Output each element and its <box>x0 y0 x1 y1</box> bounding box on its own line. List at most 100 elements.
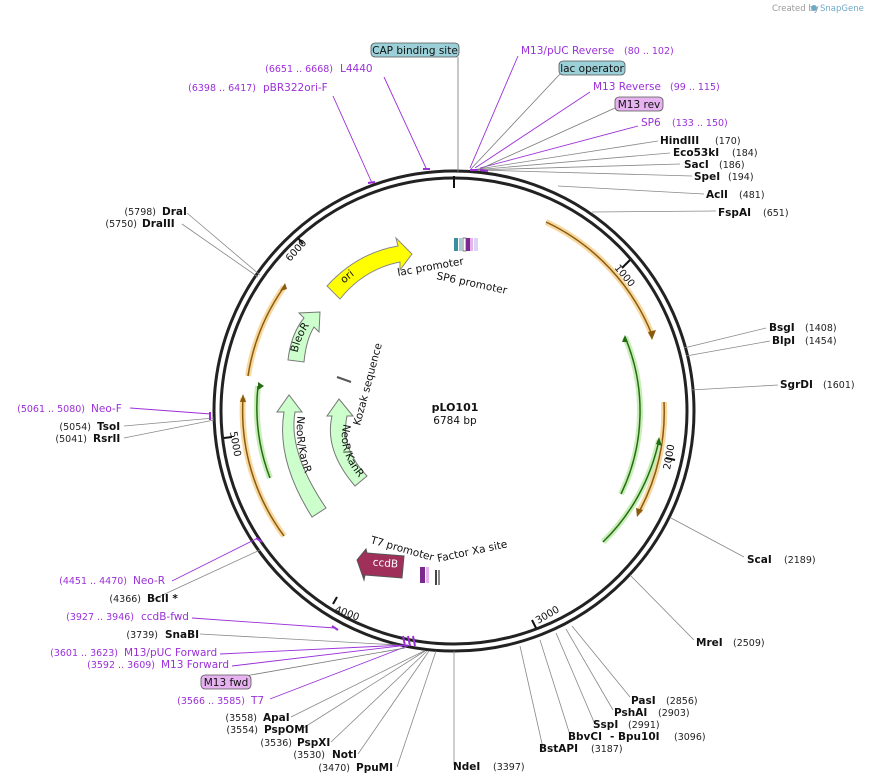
plasmid-name: pLO101 <box>432 401 479 414</box>
orf-green-arcs <box>253 335 662 545</box>
enzyme-pspxi: PspXI <box>297 737 330 749</box>
enzyme-pspxi-pos: (3536) <box>260 738 292 749</box>
lac-operator-box <box>558 60 626 76</box>
enzyme-acli-pos: (481) <box>739 190 765 201</box>
enzyme-apai: ApaI <box>263 712 290 724</box>
enzyme-spei-pos: (194) <box>728 172 754 183</box>
primer-m13puc-reverse: M13/pUC Reverse <box>521 45 614 57</box>
enzyme-bstapi: BstAPI <box>539 743 578 755</box>
primer-m13puc-forward-range: (3601 .. 3623) <box>50 648 118 659</box>
created-by-text: Created by <box>772 4 819 14</box>
enzyme-eco53ki-pos: (184) <box>732 148 758 159</box>
enzyme-sgrdi: SgrDI <box>780 379 813 391</box>
enzyme-acli: AclI <box>706 189 728 201</box>
plasmid-length: 6784 bp <box>433 415 477 427</box>
enzyme-bsgi: BsgI <box>769 322 795 334</box>
enzyme-sgrdi-pos: (1601) <box>823 380 855 391</box>
primer-m13-reverse: M13 Reverse <box>593 81 661 93</box>
m13-fwd-label: M13 fwd <box>204 677 249 689</box>
primer-neo-f-range: (5061 .. 5080) <box>17 404 85 415</box>
orf-arcs <box>239 219 668 538</box>
ccdb-feature <box>356 547 405 582</box>
enzyme-fspai: FspAI <box>718 207 751 219</box>
enzyme-draiii-pos: (5750) <box>105 219 137 230</box>
ruler-ticks <box>223 176 676 629</box>
enzyme-bcli: BclI * <box>147 593 178 605</box>
enzyme-scai-pos: (2189) <box>784 555 816 566</box>
cap-binding-label: CAP binding site <box>372 45 458 57</box>
enzyme-pspomi: PspOMI <box>264 724 309 736</box>
enzyme-bsgi-pos: (1408) <box>805 323 837 334</box>
tick-2000: 2000 <box>662 444 677 471</box>
enzyme-saci: SacI <box>684 159 709 171</box>
enzyme-snabi-pos: (3739) <box>126 630 158 641</box>
primer-m13-forward-range: (3592 .. 3609) <box>87 660 155 671</box>
factor-xa-label: Factor Xa site <box>436 538 508 565</box>
enzyme-mrei: MreI <box>696 637 723 649</box>
ccdb-label: ccdB <box>372 557 398 571</box>
enzyme-mrei-pos: (2509) <box>733 638 765 649</box>
enzyme-blpi-pos: (1454) <box>805 336 837 347</box>
primer-ccdb-fwd-range: (3927 .. 3946) <box>66 612 134 623</box>
primer-m13puc-forward: M13/pUC Forward <box>124 647 217 659</box>
neor-inner-feature <box>326 398 368 487</box>
enzyme-noti: NotI <box>332 749 357 761</box>
primer-t7-range: (3566 .. 3585) <box>177 696 245 707</box>
bleor-feature <box>287 311 321 363</box>
primer-sp6: SP6 <box>641 117 661 129</box>
enzyme-bstapi-pos: (3187) <box>591 744 623 755</box>
primer-m13-reverse-range: (99 .. 115) <box>670 82 720 93</box>
kozak-label: Kozak sequence <box>351 342 385 427</box>
enzyme-blpi: BlpI <box>772 335 795 347</box>
enzyme-sspi-pos: (2991) <box>628 720 660 731</box>
enzyme-fspai-pos: (651) <box>763 208 789 219</box>
enzyme-bcli-pos: (4366) <box>109 594 141 605</box>
enzyme-pshai-pos: (2903) <box>658 708 690 719</box>
enzyme-tsoi: TsoI <box>97 421 120 433</box>
box-leaders <box>204 57 616 684</box>
primer-neo-r-range: (4451 .. 4470) <box>59 576 127 587</box>
enzyme-tsoi-pos: (5054) <box>59 422 91 433</box>
enzyme-spei: SpeI <box>694 171 720 183</box>
primer-m13-forward: M13 Forward <box>161 659 229 671</box>
enzyme-saci-pos: (186) <box>719 160 745 171</box>
enzyme-bpu10i-pos: (3096) <box>674 732 706 743</box>
enzyme-apai-pos: (3558) <box>225 713 257 724</box>
primer-markers <box>209 168 489 647</box>
enzyme-drai-pos: (5798) <box>124 207 156 218</box>
enzyme-snabi: SnaBI <box>165 629 199 641</box>
enzyme-noti-pos: (3530) <box>293 750 325 761</box>
enzyme-bbvci: BbvCI <box>568 731 602 743</box>
enzyme-sspi: SspI <box>593 719 618 731</box>
sp6-promoter-label: SP6 promoter <box>435 270 508 297</box>
tick-6000: 6000 <box>284 238 309 264</box>
enzyme-pspomi-pos: (3554) <box>226 725 258 736</box>
promoter-cluster-bottom <box>420 567 440 585</box>
primer-m13puc-reverse-range: (80 .. 102) <box>624 46 674 57</box>
primer-t7: T7 <box>250 695 264 707</box>
lac-operator-label: lac operator <box>560 63 624 75</box>
enzyme-ppumi: PpuMI <box>356 762 393 774</box>
m13-rev-label: M13 rev <box>618 99 661 111</box>
snapgene-logo-icon <box>811 5 817 11</box>
enzyme-ppumi-pos: (3470) <box>318 763 350 774</box>
enzyme-rsrii-pos: (5041) <box>55 434 87 445</box>
enzyme-hindiii-pos: (170) <box>715 136 741 147</box>
primer-neo-r: Neo-R <box>133 575 165 587</box>
primer-pbr322-range: (6398 .. 6417) <box>188 83 256 94</box>
enzyme-ndei-pos: (3397) <box>493 762 525 773</box>
primer-l4440: L4440 <box>340 63 373 75</box>
primer-neo-f: Neo-F <box>91 403 122 415</box>
m13-rev-box <box>614 96 664 112</box>
enzyme-pshai: PshAI <box>614 707 647 719</box>
enzyme-draiii: DraIII <box>142 218 175 230</box>
neor-outer-feature <box>276 394 327 518</box>
orf-arrowheads <box>240 283 662 517</box>
enzyme-hindiii: HindIII <box>660 135 699 147</box>
ori-feature <box>326 236 413 300</box>
enzyme-pasi: PasI <box>631 695 656 707</box>
primer-pbr322: pBR322ori-F <box>263 82 328 94</box>
primer-leaders <box>129 55 639 700</box>
